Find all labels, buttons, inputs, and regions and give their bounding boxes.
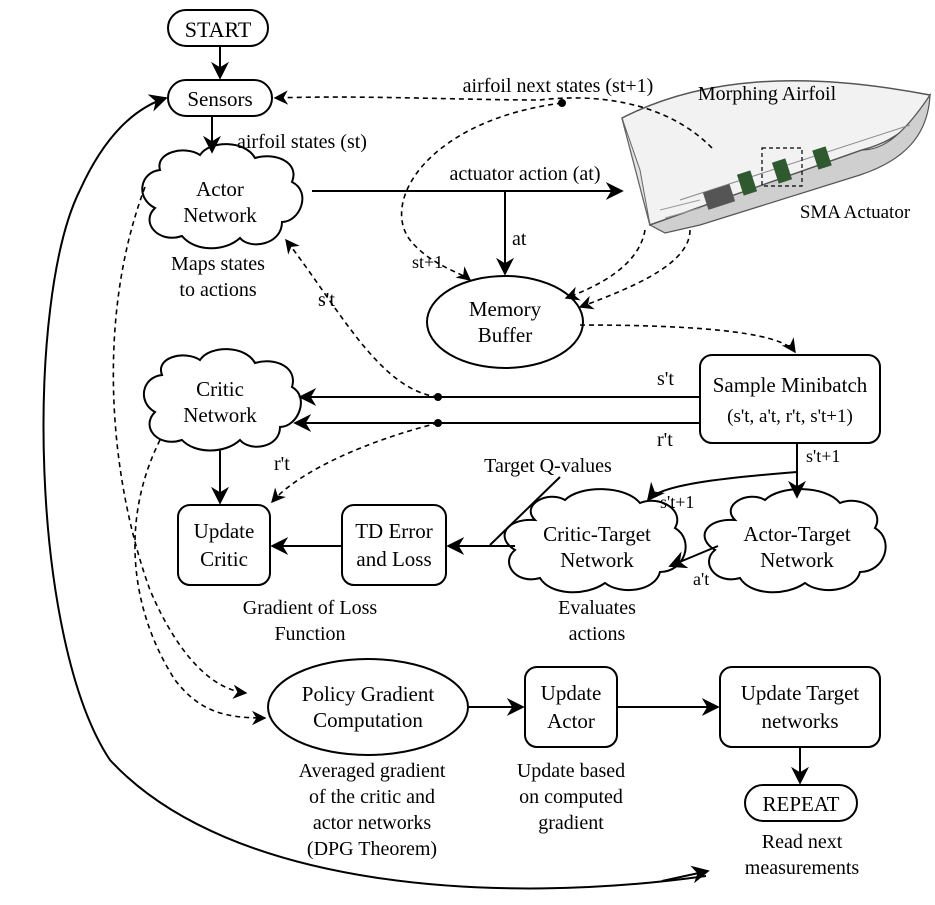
edge-critic-policy [134,439,267,726]
svg-text:networks: networks [762,709,839,733]
sample-minibatch-node: Sample Minibatch (s't, a't, r't, s't+1) [699,354,881,444]
s-prime-t1-label-a: s't+1 [806,446,840,466]
read-next-line2: measurements [745,857,860,879]
a-prime-t-label: a't [693,569,709,589]
averaged-gradient-line1: Averaged gradient [299,760,446,782]
svg-text:TD Error: TD Error [355,519,433,543]
update-based-line2: on computed [519,786,623,808]
maps-states-line1: Maps states [171,253,265,275]
svg-text:Computation: Computation [313,708,423,732]
update-target-node: Update Target networks [719,666,881,748]
svg-text:Policy Gradient: Policy Gradient [302,682,435,706]
read-next-line1: Read next [762,831,843,853]
svg-text:(s't, a't, r't, s't+1): (s't, a't, r't, s't+1) [727,406,853,427]
sma-actuator-label: SMA Actuator [800,202,911,223]
at-label: at [512,228,527,250]
update-actor-node: Update Actor [524,666,618,748]
svg-text:Network: Network [183,203,257,227]
st1-label: st+1 [412,252,443,272]
svg-text:Update: Update [194,519,255,543]
airfoil-states-label: airfoil states (st) [237,131,367,153]
averaged-gradient-line3: actor networks [313,812,432,834]
gradient-loss-line2: Function [274,623,345,645]
critic-target-node: Critic-Target Network [503,488,687,594]
maps-states-line2: to actions [179,279,256,301]
svg-text:Actor: Actor [196,177,244,201]
actor-target-node: Actor-Target Network [703,488,887,594]
s-prime-t-label-1: s't [318,289,335,311]
svg-text:Network: Network [183,403,257,427]
s-prime-t-label-2: s't [657,368,674,390]
start-node: START [167,9,269,47]
s-prime-t1-label-b: s't+1 [660,492,694,512]
svg-text:START: START [185,17,252,42]
sensors-node: Sensors [167,79,273,117]
r-prime-t-label-1: r't [657,429,673,451]
edge-repeat-sensors [42,94,707,890]
target-q-label: Target Q-values [484,455,612,477]
svg-text:and Loss: and Loss [356,547,431,571]
morphing-airfoil-label: Morphing Airfoil [698,83,837,105]
edge-memory-minibatch [579,324,796,354]
repeat-node: REPEAT [744,784,858,822]
edge-r-updatecritic [271,422,439,504]
svg-text:Network: Network [560,548,634,572]
update-critic-node: Update Critic [177,504,271,586]
svg-text:Sensors: Sensors [187,87,252,111]
policy-gradient-node: Policy Gradient Computation [267,658,469,756]
svg-text:Update Target: Update Target [741,681,860,705]
update-based-line3: gradient [538,812,604,834]
edge-into-read-next [661,865,710,884]
svg-text:Memory: Memory [469,297,542,321]
edge-airfoil-memory-2 [578,229,691,310]
td-error-node: TD Error and Loss [341,504,447,586]
memory-buffer-node: Memory Buffer [426,275,584,369]
svg-text:Update: Update [541,681,602,705]
critic-network-node: Critic Network [142,348,302,452]
svg-text:Critic: Critic [200,547,248,571]
airfoil-next-states-label: airfoil next states (st+1) [463,75,654,97]
sma-actuator-box [761,147,803,187]
edge-nextstate-memory [400,102,563,281]
edge-minibatch-critictarget [646,471,798,502]
svg-text:Actor-Target: Actor-Target [743,522,851,546]
actuator-action-label: actuator action (at) [449,163,600,185]
edge-airfoil-sensors [273,90,713,149]
r-prime-t-label-2: r't [274,453,290,475]
gradient-loss-line1: Gradient of Loss [243,597,378,619]
morphing-airfoil-image [621,79,932,234]
evaluates-line1: Evaluates [558,597,636,619]
evaluates-line2: actions [569,623,626,645]
update-based-line1: Update based [517,760,625,782]
averaged-gradient-line2: of the critic and [309,786,435,808]
svg-text:Network: Network [760,548,834,572]
svg-text:Sample Minibatch: Sample Minibatch [713,373,868,397]
svg-text:Buffer: Buffer [478,323,532,347]
svg-text:Critic-Target: Critic-Target [543,522,651,546]
svg-text:REPEAT: REPEAT [762,792,839,816]
edge-s-actor [285,238,439,398]
svg-text:Critic: Critic [196,377,244,401]
svg-text:Actor: Actor [547,709,595,733]
averaged-gradient-line4: (DPG Theorem) [307,838,437,860]
actor-network-node: Actor Network [141,143,304,250]
edge-airfoil-memory-1 [564,229,646,301]
target-q-pointer [489,476,561,546]
edge-actortarget-critictarget [668,545,719,569]
edge-actor-policy [112,186,248,699]
